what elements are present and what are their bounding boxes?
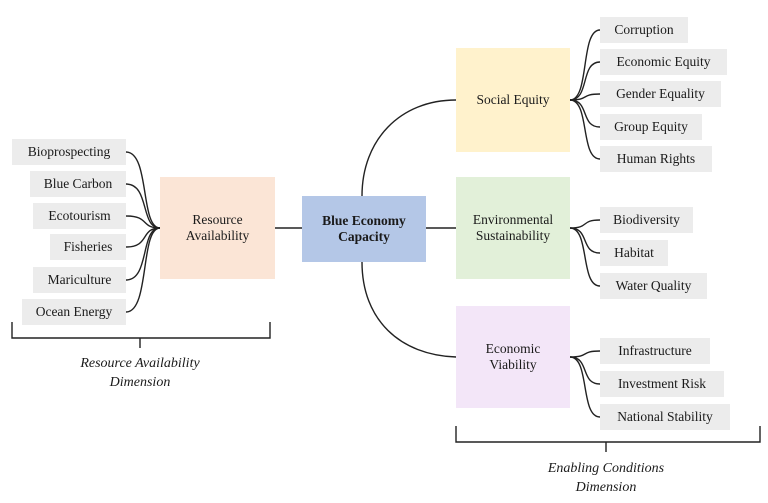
resource-label: Resource Availability	[185, 211, 250, 243]
fan-habitat	[569, 227, 601, 254]
center-label: Blue Economy Capacity	[322, 212, 406, 244]
fan-bioprospecting	[125, 151, 161, 229]
fan-economic-equity	[569, 61, 601, 101]
leaf-habitat: Habitat	[600, 240, 668, 266]
enabling-dimension-caption: Enabling Conditions Dimension	[547, 461, 665, 495]
leaf-mariculture: Mariculture	[33, 267, 126, 293]
enabling-brace	[455, 426, 761, 452]
fan-infrastructure	[569, 350, 601, 358]
leaf-national-stability: National Stability	[600, 404, 730, 430]
fan-ocean-energy	[125, 227, 161, 313]
leaf-blue-carbon: Blue Carbon	[30, 171, 126, 197]
leaf-infrastructure: Infrastructure	[600, 338, 710, 364]
economic-box: Economic Viability	[456, 306, 570, 408]
leaf-bioprospecting: Bioprospecting	[12, 139, 126, 165]
leaf-ecotourism: Ecotourism	[33, 203, 126, 229]
fan-blue-carbon	[125, 183, 161, 229]
fan-investment-risk	[569, 356, 601, 385]
leaf-economic-equity: Economic Equity	[600, 49, 727, 75]
center-box: Blue Economy Capacity	[302, 196, 426, 262]
fan-biodiversity	[569, 219, 601, 229]
leaf-fisheries: Fisheries	[50, 234, 126, 260]
leaf-gender-equality: Gender Equality	[600, 81, 721, 107]
resource-box: Resource Availability	[160, 177, 275, 279]
social-equity-label: Social Equity	[476, 91, 550, 107]
resource-dimension-caption: Resource Availability Dimension	[80, 356, 200, 390]
leaf-corruption: Corruption	[600, 17, 688, 43]
fan-mariculture	[125, 227, 161, 281]
fan-national-stability	[569, 356, 601, 418]
leaf-group-equity: Group Equity	[600, 114, 702, 140]
leaf-human-rights: Human Rights	[600, 146, 712, 172]
leaf-investment-risk: Investment Risk	[600, 371, 724, 397]
fan-group-equity	[569, 99, 601, 128]
economic-label: Economic Viability	[485, 340, 541, 372]
resource-brace	[11, 322, 271, 348]
connector-center-economic	[361, 261, 457, 358]
leaf-ocean-energy: Ocean Energy	[22, 299, 126, 325]
leaf-water-quality: Water Quality	[600, 273, 707, 299]
fan-human-rights	[569, 99, 601, 160]
connector-center-social	[361, 99, 457, 197]
environmental-label: Environmental Sustainability	[472, 211, 554, 243]
fan-corruption	[569, 29, 601, 101]
fan-water-quality	[569, 227, 601, 287]
social-equity-box: Social Equity	[456, 48, 570, 152]
leaf-biodiversity: Biodiversity	[600, 207, 693, 233]
environmental-box: Environmental Sustainability	[456, 177, 570, 279]
